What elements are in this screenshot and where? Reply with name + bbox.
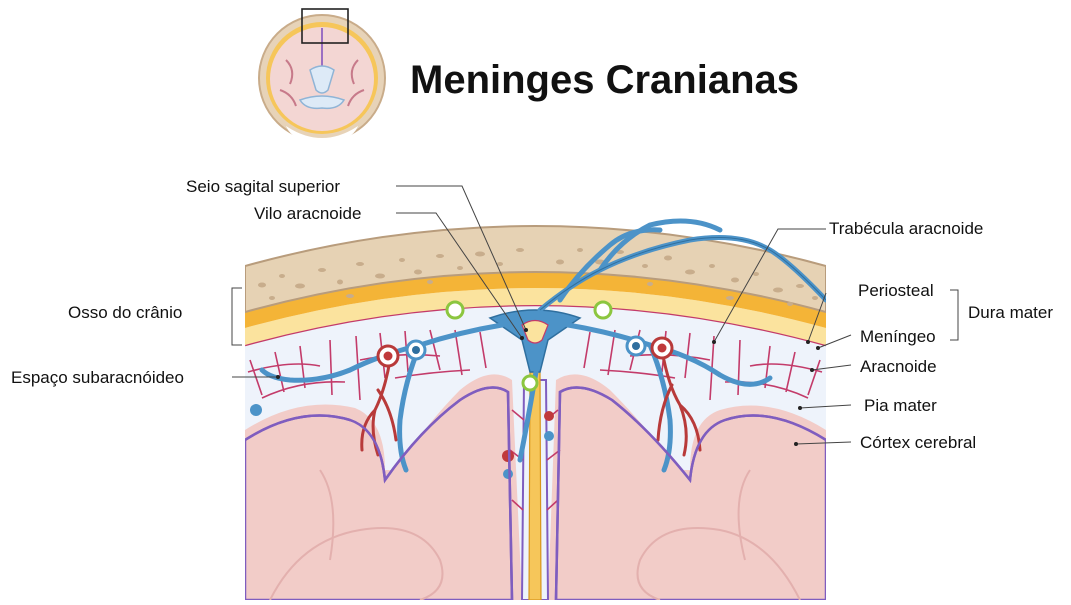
label-arachnoid-trabecula: Trabécula aracnoide <box>829 219 983 239</box>
head-thumbnail-icon <box>259 9 385 144</box>
label-pia-mater: Pia mater <box>864 396 937 416</box>
label-superior-sagittal-sinus: Seio sagital superior <box>186 177 340 197</box>
label-meningeal: Meníngeo <box>860 327 936 347</box>
label-dura-mater: Dura mater <box>968 303 1053 323</box>
label-skull-bone: Osso do crânio <box>68 303 182 323</box>
label-cerebral-cortex: Córtex cerebral <box>860 433 976 453</box>
label-arachnoid: Aracnoide <box>860 357 937 377</box>
label-periosteal: Periosteal <box>858 281 934 301</box>
label-subarachnoid-space: Espaço subaracnóideo <box>11 368 184 388</box>
page-title: Meninges Cranianas <box>410 58 799 103</box>
label-arachnoid-villus: Vilo aracnoide <box>254 204 361 224</box>
